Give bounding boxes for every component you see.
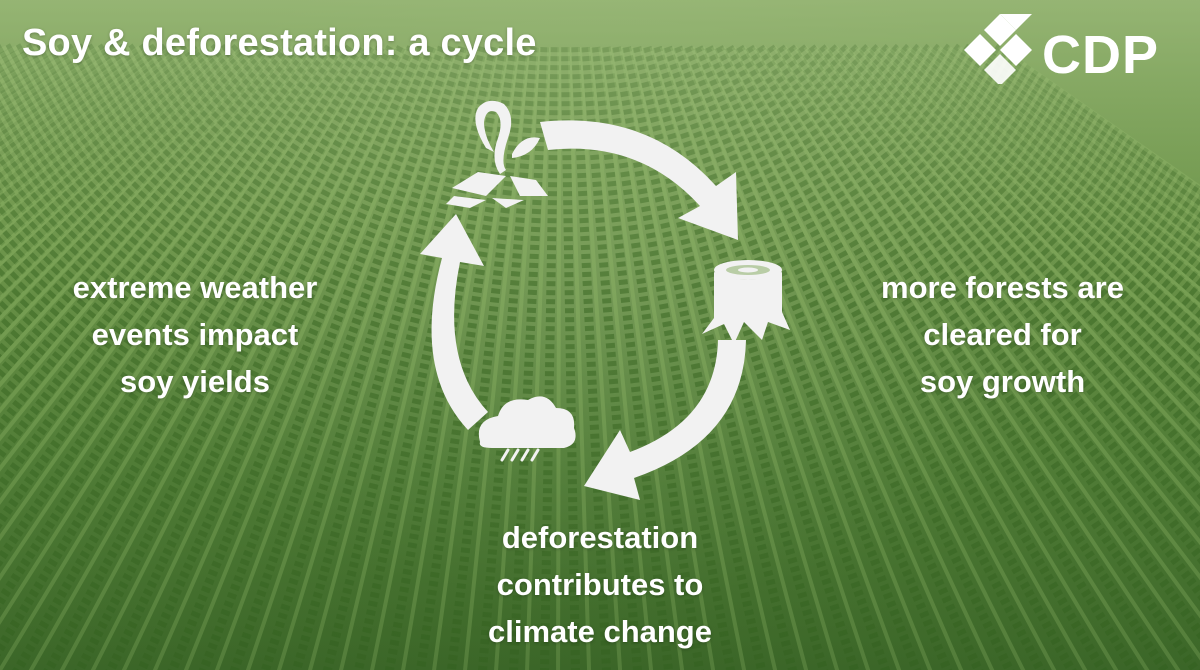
label-line: more forests are xyxy=(850,264,1155,311)
arrow-bottom-to-top xyxy=(420,214,488,430)
label-climate-change: deforestation contributes to climate cha… xyxy=(440,514,760,655)
label-extreme-weather: extreme weather events impact soy yields xyxy=(40,264,350,405)
soy-plant-icon xyxy=(446,101,548,208)
label-line: extreme weather xyxy=(40,264,350,311)
label-line: events impact xyxy=(40,311,350,358)
label-line: contributes to xyxy=(440,561,760,608)
tree-stump-icon xyxy=(702,260,790,344)
arrow-right-to-bottom xyxy=(584,340,746,500)
label-line: deforestation xyxy=(440,514,760,561)
label-line: soy yields xyxy=(40,358,350,405)
label-line: soy growth xyxy=(850,358,1155,405)
arrow-top-to-right xyxy=(540,120,738,240)
label-line: climate change xyxy=(440,608,760,655)
rain-cloud-icon xyxy=(479,396,576,460)
label-line: cleared for xyxy=(850,311,1155,358)
label-forests-cleared: more forests are cleared for soy growth xyxy=(850,264,1155,405)
